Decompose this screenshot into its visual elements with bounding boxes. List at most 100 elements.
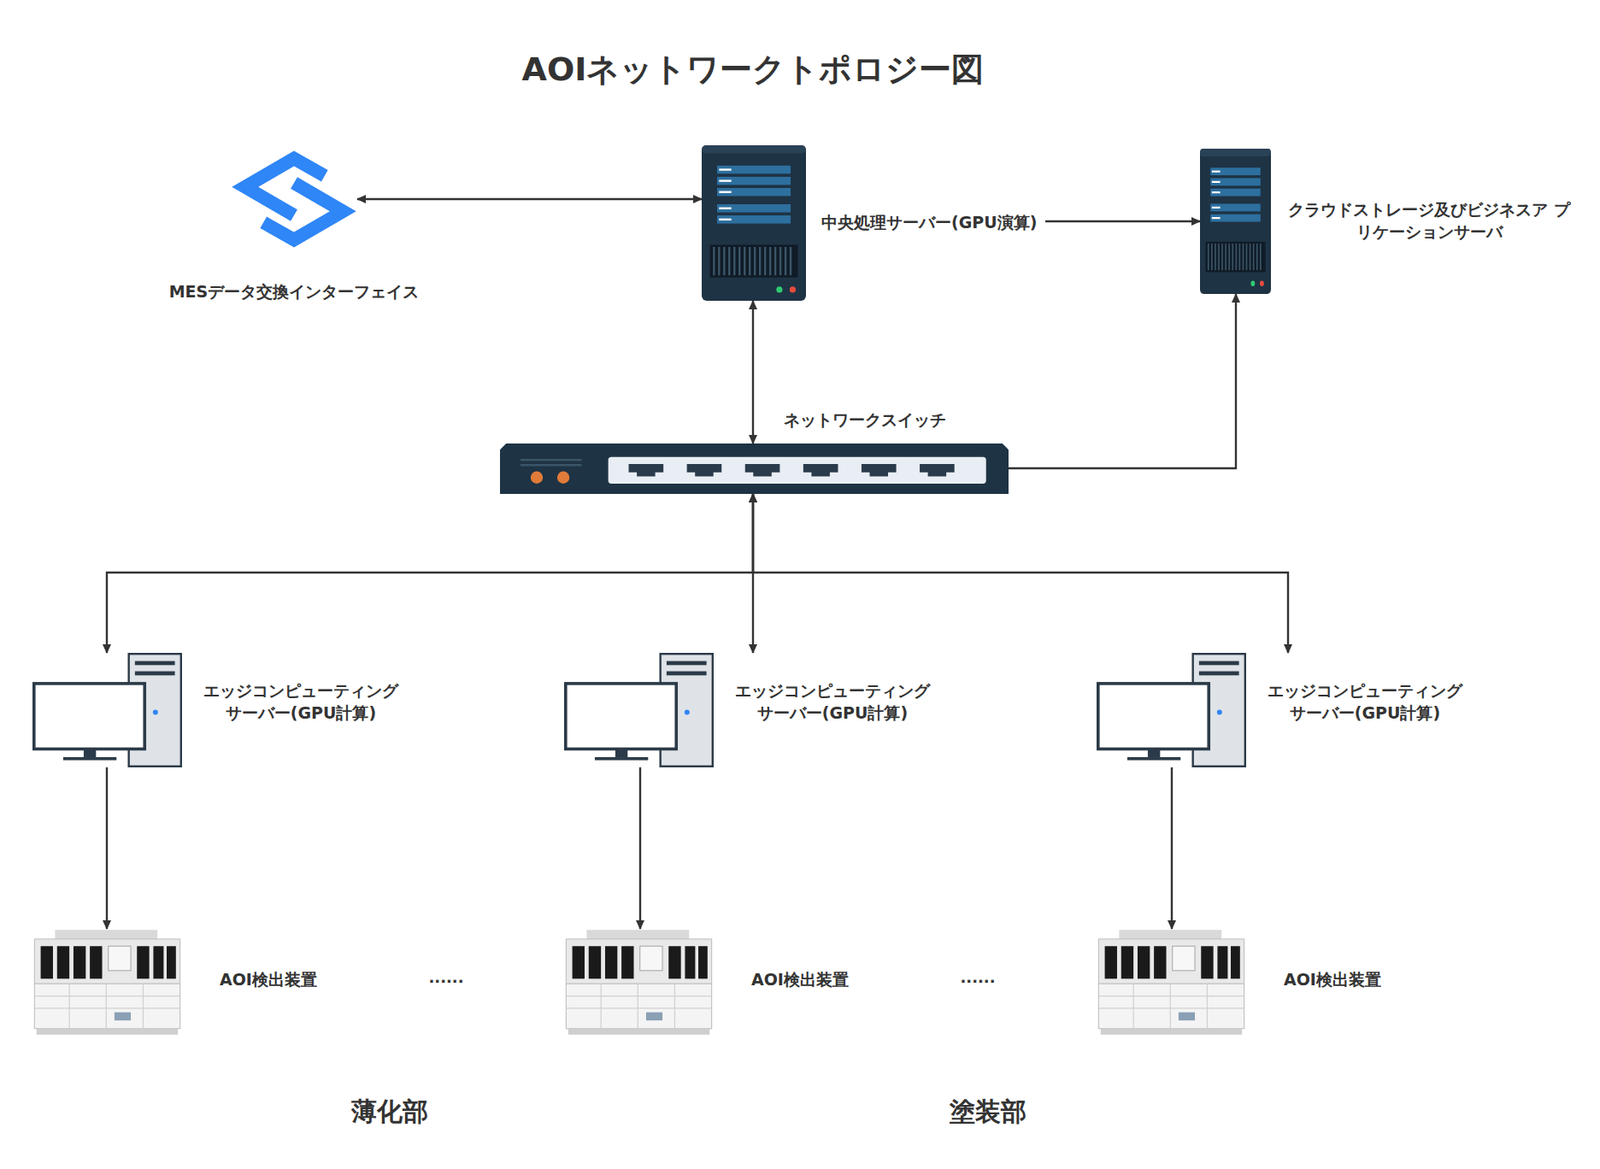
icon-part bbox=[1217, 709, 1223, 715]
icon-part bbox=[152, 709, 159, 715]
icon-part bbox=[89, 946, 102, 979]
icon-part bbox=[166, 946, 177, 979]
icon-part bbox=[789, 286, 796, 293]
icon-part bbox=[684, 709, 690, 715]
node-icon bbox=[32, 652, 183, 768]
node-icon bbox=[1096, 929, 1247, 1036]
icon-part bbox=[701, 145, 806, 301]
icon-part bbox=[36, 1029, 178, 1036]
icon-part bbox=[717, 165, 791, 175]
icon-part bbox=[1100, 1029, 1242, 1036]
icon-part bbox=[1211, 191, 1221, 194]
icon-part bbox=[564, 652, 714, 768]
icon-part bbox=[713, 247, 791, 276]
icon-part bbox=[1250, 280, 1255, 287]
node-label: エッジコンピューティング サーバー(GPU計算) bbox=[1258, 679, 1472, 724]
aoi-device: AOI検出装置 bbox=[1096, 929, 1247, 1036]
icon-part bbox=[629, 464, 665, 477]
icon-part bbox=[34, 939, 180, 984]
node-label: MESデータ交換インターフェイス bbox=[157, 280, 431, 303]
node-label: AOI検出装置 bbox=[1283, 968, 1382, 991]
icon-part bbox=[588, 946, 601, 979]
icon-part bbox=[1200, 148, 1271, 295]
icon-part bbox=[1199, 661, 1240, 666]
icon-part bbox=[1153, 946, 1166, 979]
node-icon bbox=[701, 145, 806, 301]
icon-part bbox=[1211, 217, 1221, 219]
connector-arrow bbox=[1045, 220, 1200, 223]
icon-part bbox=[1217, 946, 1228, 979]
connector-arrow bbox=[1008, 294, 1236, 469]
icon-part bbox=[718, 191, 731, 194]
icon-part bbox=[1118, 929, 1222, 941]
icon-part bbox=[83, 750, 96, 758]
icon-part bbox=[621, 946, 634, 979]
icon-part bbox=[136, 946, 149, 979]
cloud-server: クラウドストレージ及びビジネスア プリケーションサーバ bbox=[1200, 148, 1271, 295]
icon-part bbox=[701, 145, 806, 154]
section-label: 塗装部 bbox=[949, 1094, 1027, 1130]
network-switch: ネットワークスイッチ bbox=[500, 443, 1009, 495]
icon-part bbox=[718, 218, 731, 221]
icon-part bbox=[34, 983, 180, 1029]
icon-part bbox=[1210, 203, 1261, 212]
icon-part bbox=[1230, 946, 1241, 979]
icon-part bbox=[73, 946, 86, 979]
node-icon bbox=[564, 929, 714, 1036]
icon-part bbox=[520, 459, 583, 465]
node-label: AOI検出装置 bbox=[219, 968, 318, 991]
icon-part bbox=[1200, 946, 1213, 979]
icon-part bbox=[717, 204, 791, 213]
icon-part bbox=[1121, 946, 1134, 979]
icon-part bbox=[687, 464, 723, 477]
icon-part bbox=[114, 1012, 131, 1022]
node-label: AOI検出装置 bbox=[751, 968, 849, 991]
connector-arrow bbox=[752, 494, 1289, 653]
ellipsis: ...... bbox=[959, 968, 995, 987]
icon-part bbox=[1210, 167, 1261, 176]
connector-arrow bbox=[639, 767, 642, 930]
icon-part bbox=[1172, 946, 1195, 971]
icon-part bbox=[135, 661, 176, 666]
icon-part bbox=[1127, 757, 1181, 761]
node-icon bbox=[564, 652, 714, 768]
icon-part bbox=[710, 245, 799, 278]
diagram-title: AOIネットワークトポロジー図 bbox=[0, 47, 1506, 92]
icon-part bbox=[565, 939, 712, 984]
icon-part bbox=[63, 757, 117, 761]
icon-part bbox=[565, 983, 712, 1029]
icon-part bbox=[34, 983, 180, 1029]
icon-part bbox=[1200, 148, 1271, 295]
icon-part bbox=[1199, 671, 1240, 677]
icon-part bbox=[701, 145, 806, 301]
icon-part bbox=[717, 215, 791, 224]
ellipsis: ...... bbox=[428, 968, 464, 987]
icon-part bbox=[557, 471, 570, 484]
connector-arrow bbox=[1170, 767, 1173, 930]
icon-part bbox=[1211, 181, 1221, 183]
icon-part bbox=[717, 176, 791, 186]
icon-part bbox=[135, 671, 176, 677]
aoi-device: AOI検出装置 bbox=[564, 929, 714, 1036]
mes-interface: MESデータ交換インターフェイス bbox=[230, 145, 358, 253]
icon-part bbox=[717, 188, 791, 197]
icon-part bbox=[54, 929, 158, 941]
icon-part bbox=[572, 946, 585, 979]
icon-part bbox=[564, 929, 714, 1036]
node-icon bbox=[1200, 148, 1271, 295]
node-label: ネットワークスイッチ bbox=[736, 408, 994, 431]
icon-part bbox=[1205, 241, 1266, 273]
icon-part bbox=[1211, 206, 1221, 209]
icon-part bbox=[586, 929, 689, 941]
connector-arrow bbox=[105, 767, 108, 930]
icon-part bbox=[1137, 946, 1150, 979]
icon-part bbox=[718, 207, 731, 210]
icon-part bbox=[718, 168, 731, 171]
icon-part bbox=[34, 683, 145, 750]
icon-part bbox=[1178, 1012, 1195, 1022]
node-label: クラウドストレージ及びビジネスア プリケーションサーバ bbox=[1288, 198, 1571, 243]
section-label: 薄化部 bbox=[351, 1094, 429, 1130]
icon-part bbox=[605, 946, 618, 979]
connector-arrow bbox=[106, 494, 753, 653]
